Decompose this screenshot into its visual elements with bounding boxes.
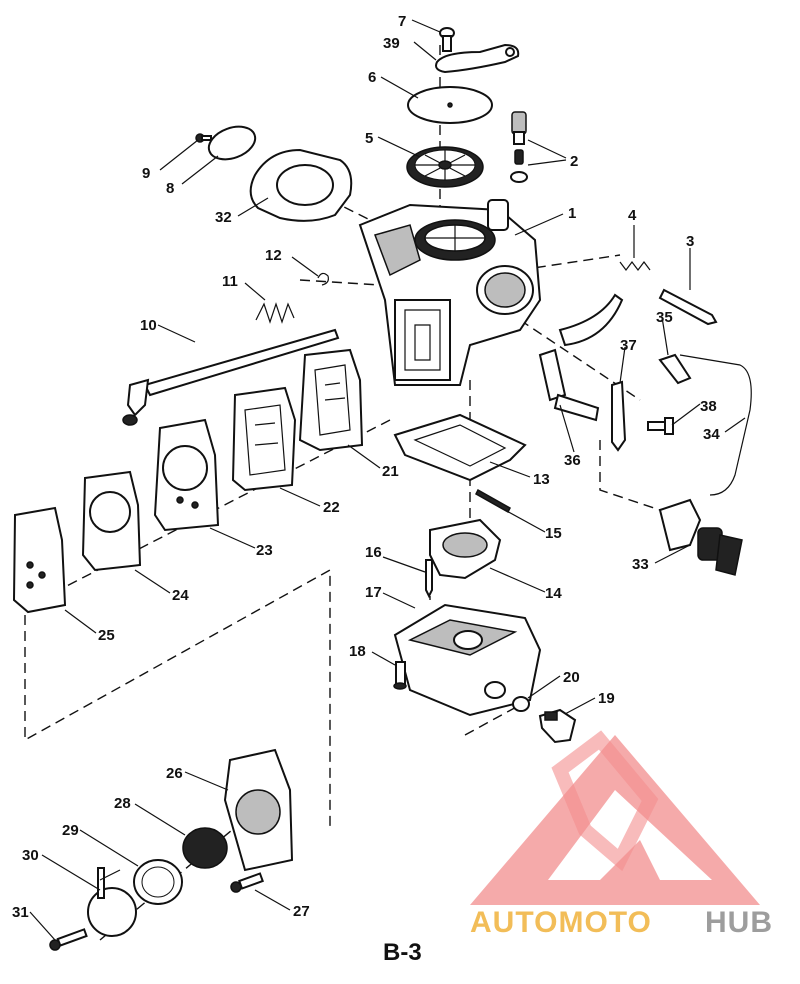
callout-32: 32 [215, 209, 232, 226]
parts [12, 27, 752, 951]
callout-30: 30 [22, 847, 39, 864]
callout-29: 29 [62, 822, 79, 839]
callout-3: 3 [686, 233, 694, 250]
watermark-brand-hub: HUB [705, 906, 773, 939]
callout-25: 25 [98, 627, 115, 644]
part-choke-shaft-36 [538, 293, 624, 422]
part-float-14 [429, 518, 502, 580]
page-label: B-3 [383, 939, 422, 966]
callout-16: 16 [365, 544, 382, 561]
part-gasket-22 [231, 386, 297, 492]
callout-7: 7 [398, 13, 406, 30]
part-screw-7 [439, 27, 455, 52]
callout-labels: 7 39 6 5 2 1 4 3 9 8 32 12 11 10 35 37 3… [12, 13, 720, 921]
callout-20: 20 [563, 669, 580, 686]
part-spring-11 [255, 302, 295, 324]
part-choke-lever-37 [611, 380, 627, 452]
callout-24: 24 [172, 587, 189, 604]
callout-36: 36 [564, 452, 581, 469]
callout-34: 34 [703, 426, 720, 443]
callout-8: 8 [166, 180, 174, 197]
part-clip-12 [317, 272, 329, 286]
part-diaphragm-30 [87, 867, 137, 937]
part-throttle-lever-39 [435, 43, 520, 74]
callout-27: 27 [293, 903, 310, 920]
part-pump-body-23 [153, 418, 220, 532]
part-idle-screw-3 [658, 288, 718, 326]
watermark-brand-auto: AUTOMOTO [470, 906, 652, 939]
callout-31: 31 [12, 904, 29, 921]
part-screw-9 [195, 133, 212, 143]
callout-1: 1 [568, 205, 576, 222]
callout-14: 14 [545, 585, 562, 602]
part-spring-4 [619, 261, 651, 271]
part-wheel-5 [406, 146, 484, 188]
part-washer-20 [512, 696, 530, 712]
part-cover-plate-25 [12, 506, 67, 614]
part-screw-18 [393, 661, 407, 690]
callout-12: 12 [265, 247, 282, 264]
watermark-triangle-icon [470, 735, 760, 905]
part-pump-cover-26 [223, 748, 294, 872]
part-screen-28 [182, 827, 228, 869]
part-link-wire-34 [679, 354, 752, 496]
part-float-needle-16 [425, 559, 433, 599]
callout-5: 5 [365, 130, 373, 147]
part-needle-valve-2 [510, 111, 528, 183]
part-drain-plug-19 [538, 708, 577, 744]
callout-4: 4 [628, 207, 637, 224]
callout-11: 11 [222, 273, 238, 290]
callout-17: 17 [365, 584, 382, 601]
callout-37: 37 [620, 337, 637, 354]
part-carburetor-body-1 [358, 199, 542, 386]
callout-22: 22 [323, 499, 340, 516]
leader-lines [29, 19, 746, 941]
part-screw-38 [647, 417, 674, 435]
watermark-inner-mark-icon [551, 730, 659, 872]
part-screw-27 [230, 872, 264, 893]
callout-9: 9 [142, 165, 150, 182]
callout-38: 38 [700, 398, 717, 415]
callout-35: 35 [656, 309, 673, 326]
part-gasket-24 [81, 470, 142, 572]
callout-6: 6 [368, 69, 376, 86]
callout-28: 28 [114, 795, 131, 812]
part-cover-8 [207, 125, 257, 161]
part-shaft-10 [122, 328, 340, 426]
callout-39: 39 [383, 35, 400, 52]
callout-19: 19 [598, 690, 615, 707]
callout-13: 13 [533, 471, 550, 488]
callout-2: 2 [570, 153, 578, 170]
callout-26: 26 [166, 765, 183, 782]
part-clip-35 [658, 353, 692, 385]
part-choke-knob-33 [658, 498, 743, 576]
part-pin-15 [475, 488, 511, 514]
callout-10: 10 [140, 317, 157, 334]
callout-33: 33 [632, 556, 649, 573]
callout-15: 15 [545, 525, 562, 542]
watermark-logo: AUTOMOTO HUB [470, 730, 773, 939]
callout-21: 21 [382, 463, 399, 480]
part-bolt-31 [49, 928, 88, 951]
callout-18: 18 [349, 643, 366, 660]
part-gasket-13 [393, 413, 527, 482]
callout-23: 23 [256, 542, 273, 559]
part-float-bowl-17 [393, 603, 542, 717]
